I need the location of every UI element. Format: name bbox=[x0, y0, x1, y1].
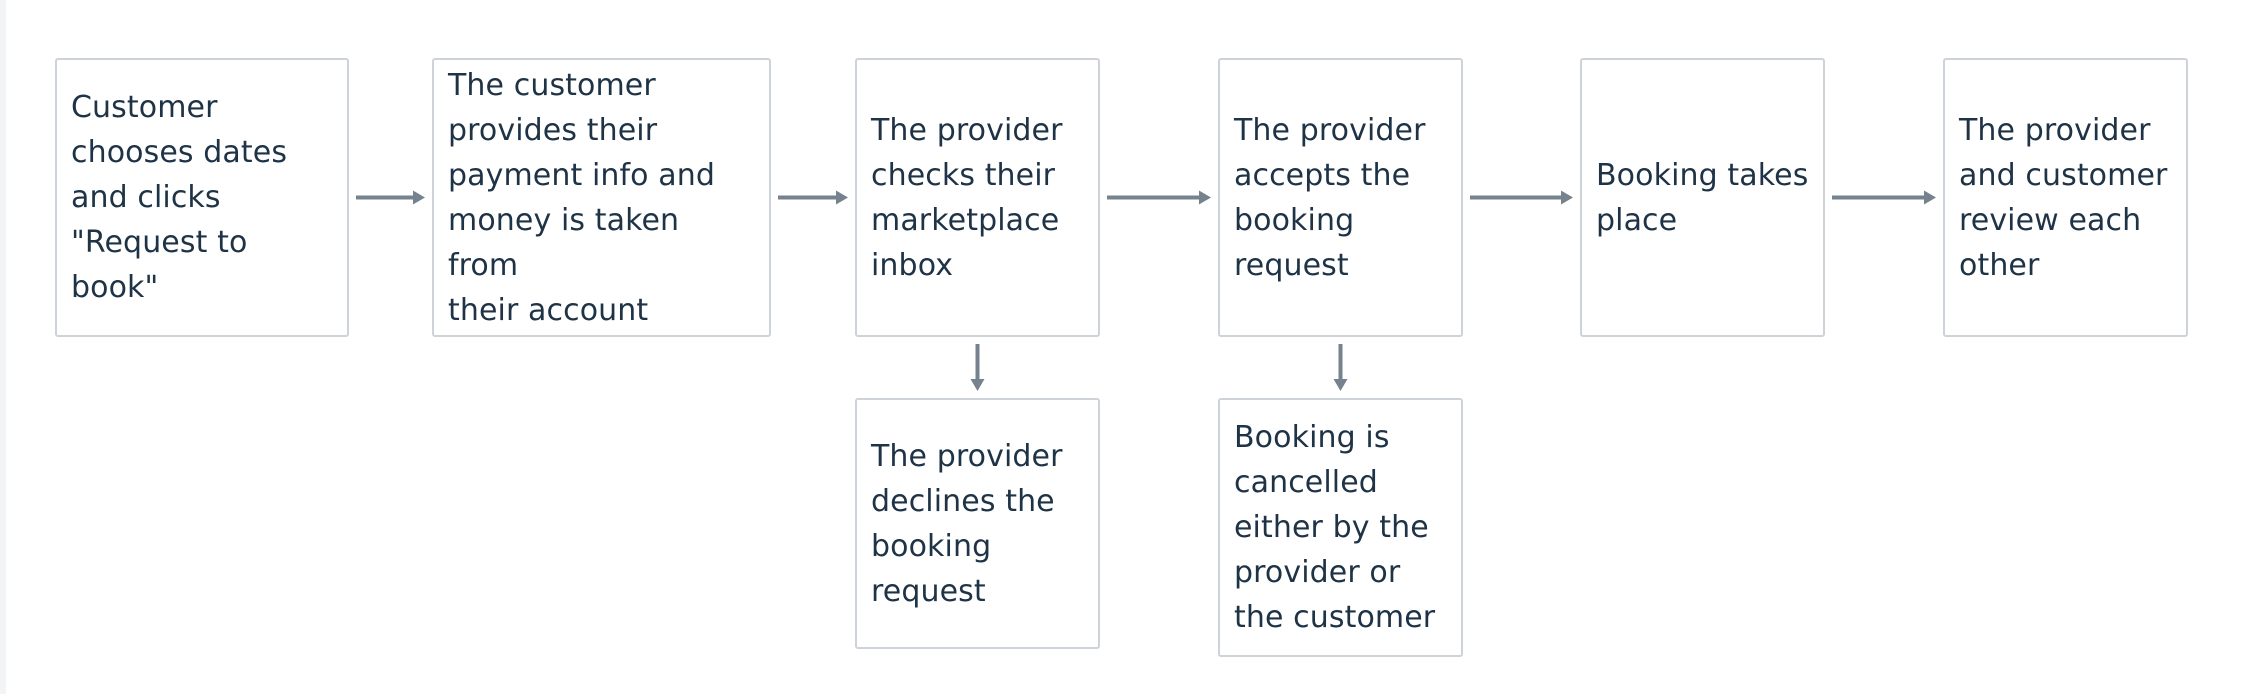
node-review-each-other: The provider and customer review each ot… bbox=[1943, 58, 2188, 337]
node-label: Booking is cancelled either by the provi… bbox=[1234, 420, 1436, 635]
node-label: Booking takes place bbox=[1596, 157, 1809, 238]
diagram-canvas bbox=[6, 0, 2254, 694]
node-label: The provider and customer review each ot… bbox=[1959, 112, 2168, 283]
node-provider-declines: The provider declines the booking reques… bbox=[855, 398, 1100, 649]
node-provider-checks-inbox: The provider checks their marketplace in… bbox=[855, 58, 1100, 337]
node-payment-info: The customer provides their payment info… bbox=[432, 58, 771, 337]
node-booking-takes-place: Booking takes place bbox=[1580, 58, 1825, 337]
node-label: The customer provides their payment info… bbox=[448, 67, 716, 328]
node-request-to-book: Customer chooses dates and clicks "Reque… bbox=[55, 58, 349, 337]
node-provider-accepts: The provider accepts the booking request bbox=[1218, 58, 1463, 337]
node-label: Customer chooses dates and clicks "Reque… bbox=[71, 90, 288, 305]
node-label: The provider accepts the booking request bbox=[1234, 112, 1426, 283]
node-label: The provider checks their marketplace in… bbox=[871, 112, 1063, 283]
node-label: The provider declines the booking reques… bbox=[871, 438, 1063, 609]
node-booking-cancelled: Booking is cancelled either by the provi… bbox=[1218, 398, 1463, 657]
